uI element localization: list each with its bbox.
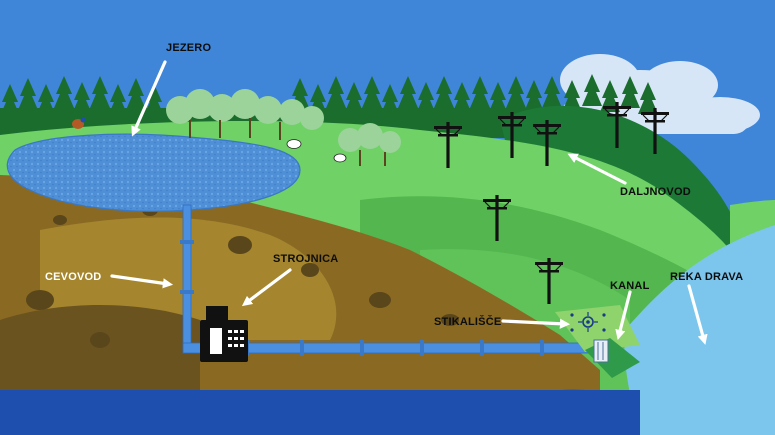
dam-gate-icon	[585, 338, 640, 378]
arrow-powerline	[567, 153, 627, 185]
label-switchyard: STIKALIŠČE	[434, 315, 501, 328]
arrow-channel	[615, 290, 632, 340]
annotation-arrows	[110, 60, 708, 345]
arrow-pipeline	[110, 274, 174, 289]
arrow-switchyard	[501, 318, 571, 329]
label-pipeline: CEVOVOD	[45, 271, 101, 283]
cow-icon	[286, 139, 347, 163]
bird-icon	[72, 117, 86, 129]
fax-machine-icon	[200, 306, 248, 362]
label-powerhouse: STROJNICA	[273, 253, 338, 265]
arrow-river	[687, 284, 708, 345]
label-powerline: DALJNOVOD	[620, 186, 691, 198]
bottom-water	[0, 390, 640, 435]
grove-trunks	[189, 118, 386, 166]
grove	[166, 89, 401, 153]
label-river: REKA DRAVA	[670, 271, 743, 283]
label-channel: KANAL	[610, 280, 650, 292]
arrow-powerhouse	[241, 268, 292, 307]
switchyard-icon	[555, 305, 640, 352]
arrow-lake	[131, 60, 167, 137]
soil-stones	[26, 204, 459, 348]
label-lake: JEZERO	[166, 42, 211, 54]
